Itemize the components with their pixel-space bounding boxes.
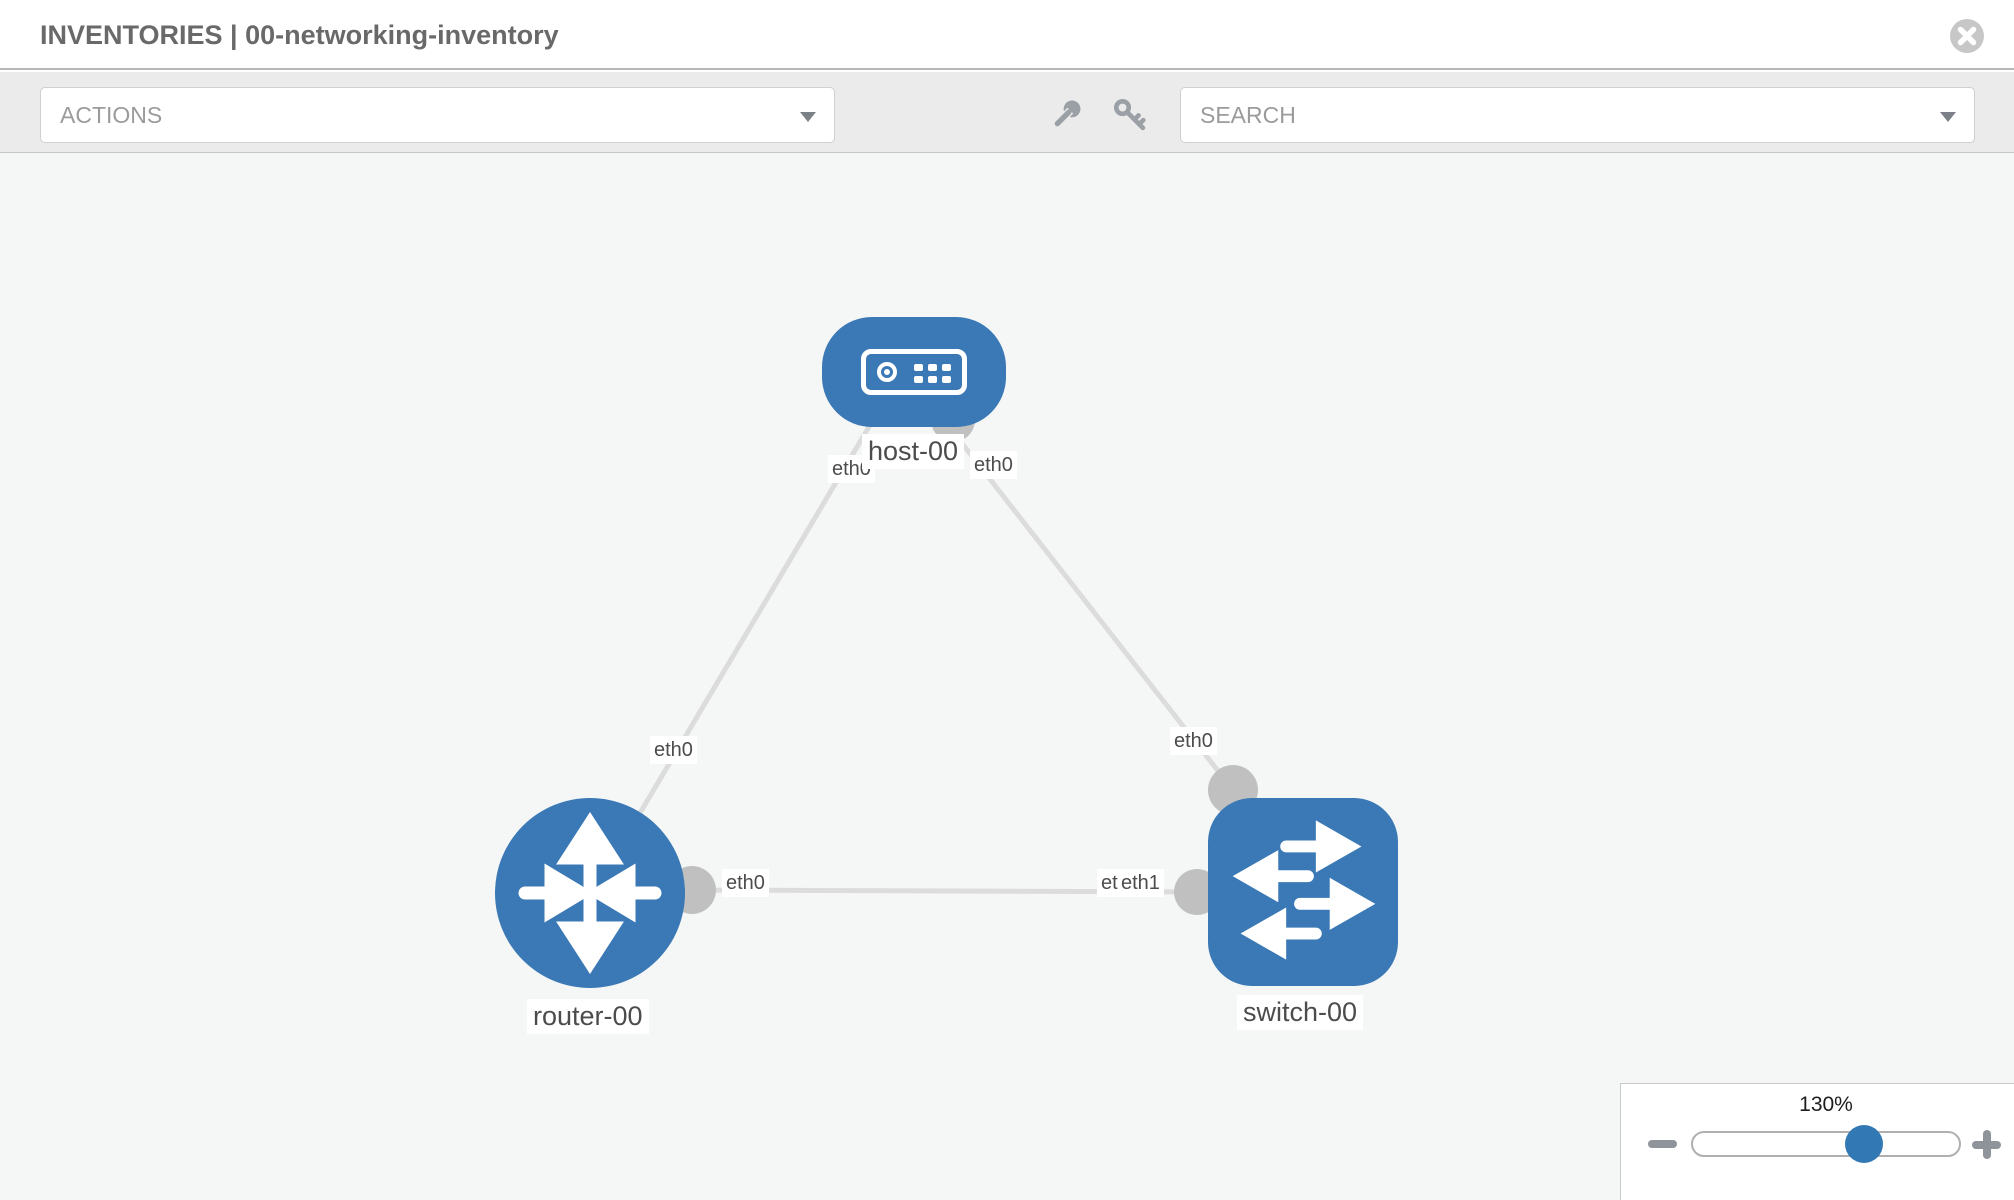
page-title: INVENTORIES | 00-networking-inventory [40, 20, 559, 50]
zoom-widget: 130% [1620, 1083, 2014, 1200]
close-icon [1948, 19, 1986, 58]
key-icon [1111, 98, 1149, 137]
zoom-level-label: 130% [1799, 1093, 1853, 1116]
interface-label-host-eth0-right: eth0 [970, 451, 1017, 479]
zoom-out-button[interactable] [1648, 1140, 1677, 1148]
close-button[interactable] [1948, 17, 1986, 55]
actions-dropdown[interactable]: ACTIONS [40, 87, 835, 143]
wrench-icon [1047, 100, 1085, 137]
interface-label-router-eth0: eth0 [722, 869, 769, 897]
actions-dropdown-label: ACTIONS [60, 102, 163, 128]
node-host[interactable] [822, 317, 1006, 427]
credentials-button[interactable] [1110, 96, 1150, 136]
search-dropdown-label: SEARCH [1200, 102, 1296, 128]
tools-button[interactable] [1046, 96, 1086, 136]
interface-label-switch-eth0-uplink: eth0 [1170, 727, 1217, 755]
chevron-down-icon [800, 112, 816, 122]
zoom-slider-track[interactable] [1691, 1131, 1961, 1157]
node-label-switch: switch-00 [1237, 995, 1364, 1031]
server-icon [861, 349, 967, 395]
search-dropdown[interactable]: SEARCH [1180, 87, 1975, 143]
chevron-down-icon [1940, 112, 1956, 122]
zoom-slider-handle[interactable] [1845, 1125, 1883, 1163]
interface-label-router-eth0-uplink: eth0 [650, 736, 697, 764]
header-bar: INVENTORIES | 00-networking-inventory [0, 0, 2014, 70]
node-switch[interactable] [1208, 798, 1398, 986]
zoom-in-button[interactable] [1972, 1130, 2001, 1159]
node-label-router: router-00 [527, 999, 649, 1035]
node-router[interactable] [495, 798, 685, 988]
toolbar: ACTIONS [0, 72, 2014, 153]
interface-label-switch-eth1: eth1 [1119, 869, 1164, 897]
links-layer [637, 398, 1258, 915]
topology-canvas[interactable]: eth0 host-00 eth0 eth0 eth0 eth0 eth0 et… [0, 153, 2014, 1200]
node-label-host: host-00 [862, 434, 965, 470]
